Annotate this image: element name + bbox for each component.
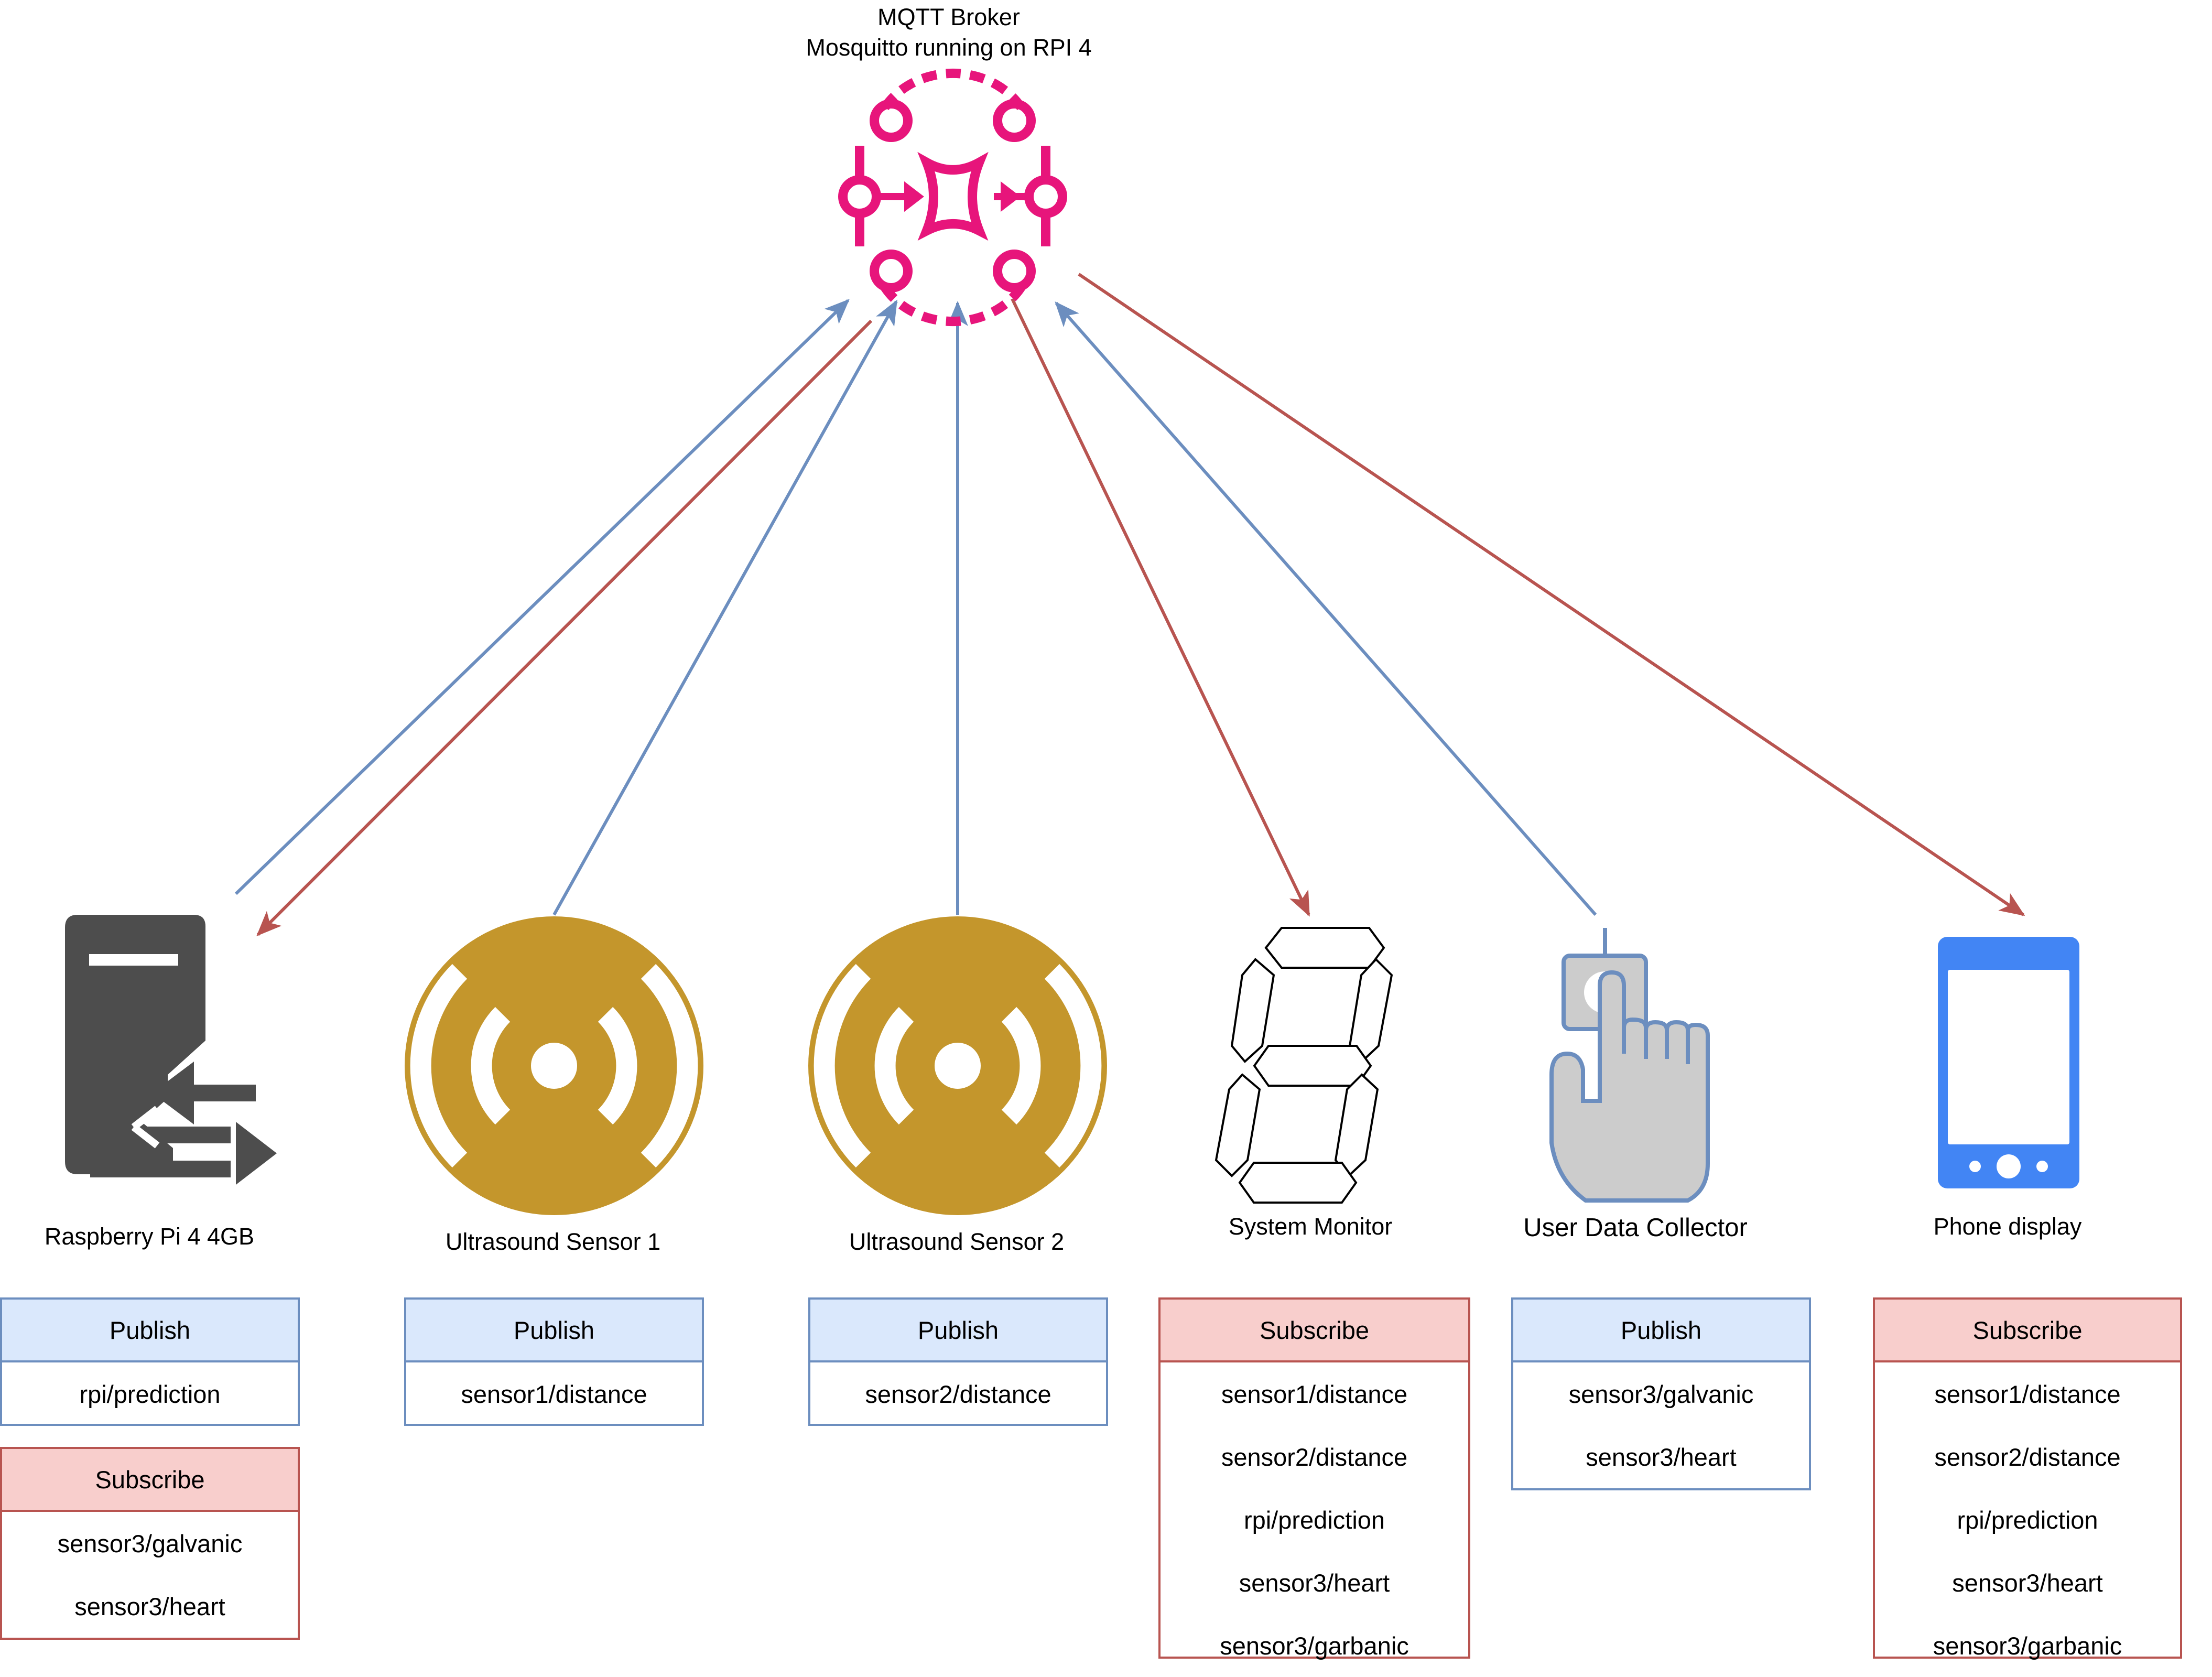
node-label-us1: Ultrasound Sensor 1 [445, 1228, 661, 1255]
arrow-monitor-subscribe [1011, 298, 1310, 917]
topic-item: sensor3/galvanic [57, 1529, 243, 1557]
monitor-subscribe-box: Subscribe sensor1/distance sensor2/dista… [1158, 1297, 1470, 1660]
topic-item: rpi/prediction [1957, 1506, 2098, 1534]
phone-icon [1938, 937, 2079, 1188]
phone-subscribe-box: Subscribe sensor1/distance sensor2/dista… [1873, 1297, 2182, 1660]
collector-publish-box: Publish sensor3/galvanic sensor3/heart [1511, 1297, 1811, 1490]
topic-item: sensor3/heart [1952, 1568, 2103, 1597]
mqtt-broker-icon [838, 68, 1067, 327]
sensor-icon [808, 916, 1107, 1215]
node-label-monitor: System Monitor [1228, 1213, 1393, 1240]
arrow-phone-subscribe [1078, 273, 2025, 916]
broker-title: MQTT Broker [877, 4, 1020, 30]
node-label-us2: Ultrasound Sensor 2 [849, 1228, 1065, 1255]
subscribe-header: Subscribe [1875, 1300, 2180, 1362]
us1-publish-box: Publish sensor1/distance [404, 1297, 704, 1426]
publish-header: Publish [1513, 1300, 1809, 1362]
sensor-icon [405, 916, 703, 1215]
topic-item: rpi/prediction [79, 1380, 221, 1408]
topic-item: sensor3/galvanic [1568, 1380, 1754, 1408]
broker-subtitle: Mosquitto running on RPI 4 [806, 34, 1092, 61]
us2-publish-box: Publish sensor2/distance [808, 1297, 1108, 1426]
topic-item: sensor1/distance [1934, 1380, 2121, 1408]
publish-header: Publish [2, 1300, 298, 1362]
server-icon [65, 915, 277, 1185]
broker-title-block: MQTT Broker Mosquitto running on RPI 4 [739, 2, 1158, 63]
hand-button-icon [1549, 928, 1710, 1203]
topic-item: sensor3/heart [74, 1592, 225, 1620]
topic-item: sensor2/distance [1221, 1443, 1408, 1471]
arrow-us1-publish [552, 299, 898, 916]
node-label-collector: User Data Collector [1523, 1214, 1748, 1242]
seven-segment-display-icon [1215, 927, 1393, 1204]
rpi-subscribe-box: Subscribe sensor3/galvanic sensor3/heart [0, 1447, 300, 1640]
publish-header: Publish [406, 1300, 702, 1362]
node-label-phone: Phone display [1933, 1213, 2082, 1240]
topic-item: sensor1/distance [1221, 1380, 1408, 1408]
topic-item: sensor3/heart [1239, 1568, 1390, 1597]
publish-header: Publish [810, 1300, 1106, 1362]
topic-item: rpi/prediction [1243, 1506, 1385, 1534]
arrow-collector-publish [1055, 301, 1597, 916]
node-label-rpi: Raspberry Pi 4 4GB [44, 1223, 255, 1250]
arrow-rpi-subscribe [256, 319, 873, 936]
arrow-rpi-publish [234, 299, 850, 895]
subscribe-header: Subscribe [1161, 1300, 1468, 1362]
topic-item: sensor2/distance [1934, 1443, 2121, 1471]
topic-item: sensor3/garbanic [1220, 1631, 1409, 1660]
topic-item: sensor3/heart [1586, 1443, 1737, 1471]
topic-item: sensor2/distance [865, 1380, 1051, 1408]
connection-arrows [234, 273, 2025, 936]
rpi-publish-box: Publish rpi/prediction [0, 1297, 300, 1426]
topic-item: sensor3/garbanic [1933, 1631, 2122, 1660]
subscribe-header: Subscribe [2, 1449, 298, 1512]
topic-item: sensor1/distance [461, 1380, 647, 1408]
